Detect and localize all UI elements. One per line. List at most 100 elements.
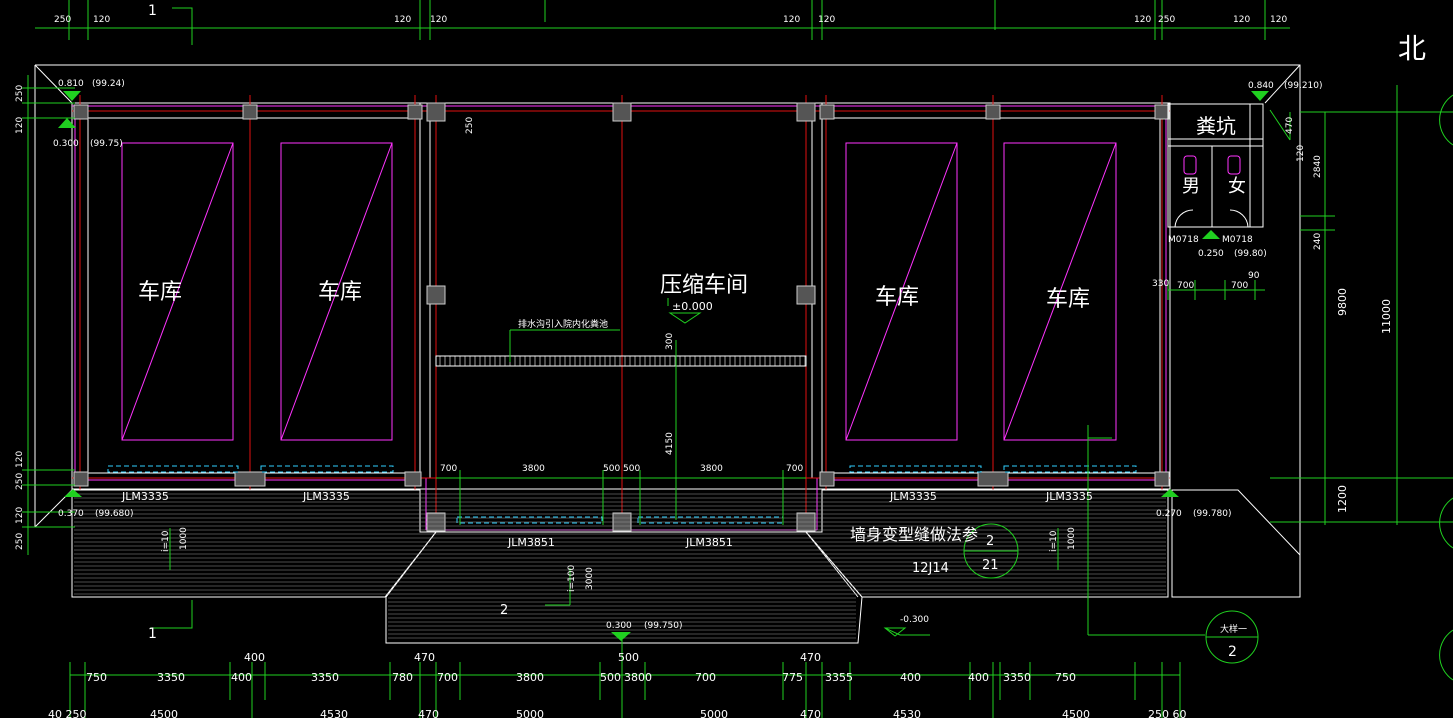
ramp-center-length: 3000 [585,567,595,590]
bottom-dim-total: 250 60 [1148,708,1187,718]
toilet-fixtures [1183,155,1241,175]
toilet-dim: 90 [1248,271,1260,281]
right-dim: 470 [1285,117,1295,134]
compress-dim: 700 [440,464,457,474]
top-dim: 120 [1233,15,1250,25]
ramp-left-length: 1000 [179,527,189,550]
compress-dim: 3800 [522,464,545,474]
right-dim-total-2: 11000 [1380,299,1393,334]
door-label-garage-1: JLM3335 [121,490,169,503]
top-dim: 120 [93,15,110,25]
section-mark-bottom: 1 [148,626,157,642]
wall-joint-bubble-bottom: 21 [982,558,999,573]
level-bl: 0.370 [58,509,84,519]
compress-elevation: ±0.000 [672,300,713,313]
ramp-left-slope: i=10 [161,530,171,552]
bottom-dim-value: 400 [968,671,989,684]
compress-vertical-dim: 4150 [665,432,675,455]
room-label-garage-3: 车库 [875,285,919,310]
door-label-men: M0718 [1168,235,1199,245]
top-dim: 120 [394,15,411,25]
right-dim: 240 [1313,233,1323,250]
detail-bubble-number: 2 [1228,644,1237,660]
bottom-dim-total: 4500 [1062,708,1090,718]
level-tl-top: 0.810 [58,79,84,89]
right-dim: 120 [1296,145,1306,162]
bottom-dim-value: 3350 [1003,671,1031,684]
level-toilet-abs: (99.80) [1234,249,1267,259]
bottom-dim-value: 750 [1055,671,1076,684]
detail-bubble-title: 大样一 [1220,623,1247,635]
bottom-dim-value: 400 [900,671,921,684]
top-dim: 120 [783,15,800,25]
bottom-dim-value: 3350 [311,671,339,684]
level-br-abs: (99.780) [1193,509,1232,519]
bottom-dim-value: 775 [782,671,803,684]
toilet-dim: 700 [1177,281,1194,291]
top-dim: 120 [1134,15,1151,25]
door-label-women: M0718 [1222,235,1253,245]
level-tl-low-abs: (99.75) [90,139,123,149]
bottom-dim-total: 4530 [893,708,921,718]
level-entry: 0.300 [606,621,632,631]
drain-hatch [439,356,806,366]
compress-dim: 3800 [700,464,723,474]
left-dim: 250 [15,85,25,102]
ramp-right-slope: i=10 [1049,530,1059,552]
compress-dim: 500 [623,464,640,474]
bubbles [963,94,1453,681]
level-tl-low: 0.300 [53,139,79,149]
bottom-dim-value: 3355 [825,671,853,684]
bottom-dim-total: 470 [800,708,821,718]
compress-dim: 500 [603,464,620,474]
top-dim: 250 [1158,15,1175,25]
level-tr: 0.840 [1248,81,1274,91]
drain-channel [435,355,807,367]
bottom-dim-value: 750 [86,671,107,684]
compress-dim: 700 [786,464,803,474]
room-label-garage-1: 车库 [138,280,182,305]
rolling-doors [107,465,1137,524]
toilet-dim: 330 [1152,279,1169,289]
bottom-dim-total: 5000 [516,708,544,718]
level-tr-abs: (99.210) [1284,81,1323,91]
north-label: 北 [1398,32,1426,65]
room-label-garage-4: 车库 [1046,287,1090,312]
top-dim: 250 [54,15,71,25]
door-label-garage-4: JLM3335 [1045,490,1093,503]
door-label-compress-right: JLM3851 [685,536,733,549]
toilet-block [1167,103,1264,228]
toilet-dim: 700 [1231,281,1248,291]
room-label-septic: 粪坑 [1196,114,1236,138]
bottom-dim-row1: 500 [618,651,639,664]
room-label-compress: 压缩车间 [660,273,748,298]
left-dim: 120 [15,117,25,134]
drain-dim: 300 [665,333,675,350]
room-label-men: 男 [1182,176,1200,197]
left-dim: 120 [15,451,25,468]
bottom-dim-row1: 470 [800,651,821,664]
right-dim-total-1: 9800 [1336,288,1349,316]
section-mark-top: 1 [148,3,157,19]
ramp-right-length: 1000 [1067,527,1077,550]
bottom-dim-total: 4500 [150,708,178,718]
bottom-dim-value: 400 [231,671,252,684]
level-tl-top-abs: (99.24) [92,79,125,89]
bottom-dim-total: 470 [418,708,439,718]
top-dim: 120 [430,15,447,25]
bottom-dim-total: 4530 [320,708,348,718]
bottom-dim-value: 500 [600,671,621,684]
room-label-garage-2: 车库 [318,280,362,305]
roof-outline [34,64,1301,598]
left-dim: 250 [15,533,25,550]
ramp-hatch [74,493,1166,639]
level-markers-outline [668,312,907,637]
ramp-number: 2 [500,603,508,618]
door-label-garage-2: JLM3335 [302,490,350,503]
left-dim: 250 [15,473,25,490]
level-toilet: 0.250 [1198,249,1224,259]
level-bl-abs: (99.680) [95,509,134,519]
ramp-outline [71,489,1169,644]
